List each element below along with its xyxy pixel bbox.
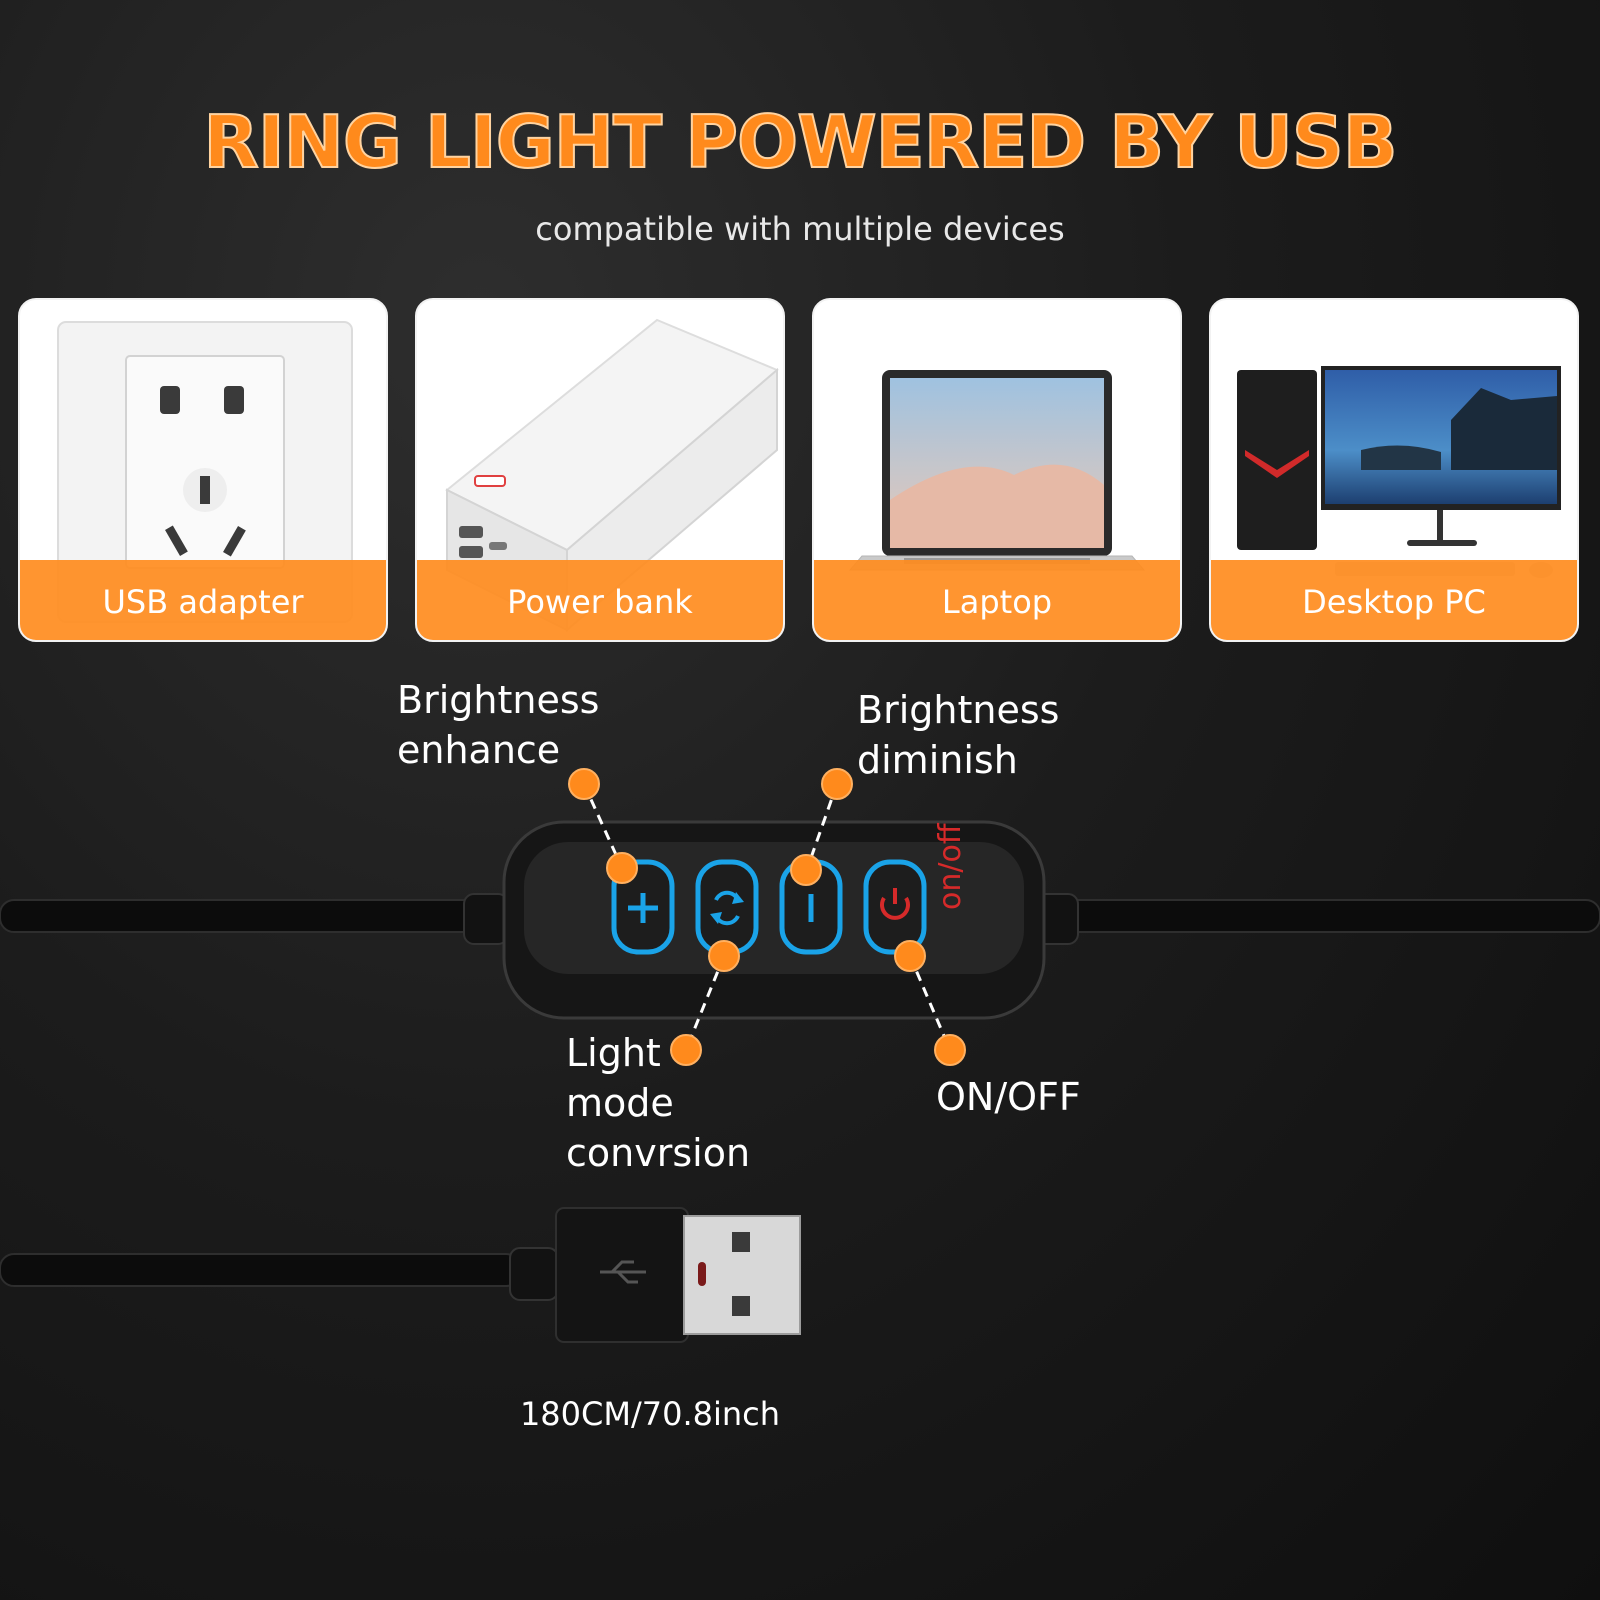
callout-dot (568, 768, 600, 800)
cable-right (1059, 899, 1600, 933)
power-switch-label: on/off (933, 822, 968, 910)
inline-controller: on/off (502, 820, 1046, 1020)
cable-length-label: 180CM/70.8inch (519, 1395, 781, 1433)
device-card-laptop: Laptop (812, 298, 1182, 642)
callout-dot (606, 852, 638, 884)
callout-light-mode: Light mode convrsion (566, 1031, 751, 1175)
callout-dot (790, 854, 822, 886)
device-label: Desktop PC (1211, 560, 1577, 640)
cable-left (0, 899, 481, 933)
device-label: USB adapter (20, 560, 386, 640)
brightness-up-button (611, 859, 675, 955)
page-title: RING LIGHT POWERED BY USB (202, 99, 1398, 185)
usb-cable (0, 1253, 521, 1287)
callout-brightness-enhance: Brightness enhance (397, 678, 600, 772)
callout-dot (821, 768, 853, 800)
callout-dot (670, 1034, 702, 1066)
callout-on-off: ON/OFF (936, 1075, 1081, 1119)
device-card-desktop-pc: Desktop PC (1209, 298, 1579, 642)
wall-socket-icon (57, 321, 353, 623)
usb-strain-relief (509, 1247, 559, 1301)
power-button (863, 859, 927, 955)
usb-plug-icon (555, 1207, 801, 1343)
laptop-icon (848, 370, 1146, 571)
callout-dot (708, 940, 740, 972)
device-label: Power bank (417, 560, 783, 640)
callout-dot (934, 1034, 966, 1066)
desktop-pc-icon (1237, 366, 1561, 578)
device-label: Laptop (814, 560, 1180, 640)
device-card-power-bank: Power bank (415, 298, 785, 642)
callout-brightness-diminish: Brightness diminish (857, 688, 1060, 782)
cable-strain-left (463, 893, 509, 945)
light-mode-button (695, 859, 759, 955)
device-card-usb-adapter: USB adapter (18, 298, 388, 642)
callout-dot (894, 940, 926, 972)
page-subtitle: compatible with multiple devices (535, 210, 1065, 248)
